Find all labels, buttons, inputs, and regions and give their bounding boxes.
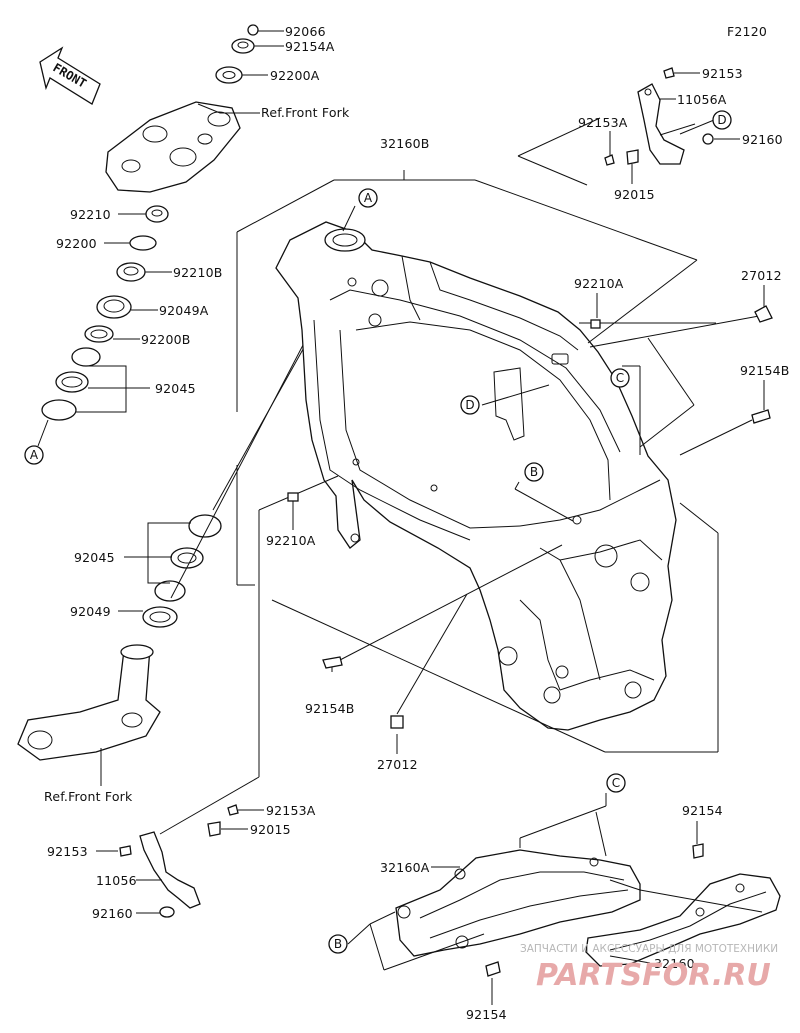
callout-d-bracket: D bbox=[712, 110, 732, 130]
callout-d-frame: D bbox=[460, 395, 480, 415]
part-label: 92066 bbox=[285, 24, 326, 39]
part-label: 92049 bbox=[70, 604, 111, 619]
part-label: 92160 bbox=[742, 132, 783, 147]
part-label: 11056 bbox=[96, 873, 137, 888]
part-label: 92210B bbox=[173, 265, 223, 280]
part-label: 92210 bbox=[70, 207, 111, 222]
callout-c-frame: C bbox=[610, 368, 630, 388]
part-label: 92154B bbox=[305, 701, 355, 716]
part-label: 32160 bbox=[654, 956, 695, 971]
main-frame bbox=[275, 221, 677, 731]
part-label: 27012 bbox=[741, 268, 782, 283]
part-label: 92045 bbox=[74, 550, 115, 565]
figure-code: F2120 bbox=[727, 24, 767, 39]
part-label: 92153 bbox=[702, 66, 743, 81]
part-label: 92200B bbox=[141, 332, 191, 347]
rear-subframe bbox=[347, 793, 781, 1005]
svg-text:A: A bbox=[30, 448, 39, 462]
callout-b-frame: B bbox=[524, 462, 544, 482]
part-label: 92049A bbox=[159, 303, 209, 318]
frame-guide-lines bbox=[236, 170, 719, 753]
part-label: 32160B bbox=[380, 136, 430, 151]
front-direction-arrow: FRONT bbox=[39, 46, 101, 105]
part-label: 27012 bbox=[377, 757, 418, 772]
part-label: 92153 bbox=[47, 844, 88, 859]
part-label: 92200A bbox=[270, 68, 320, 83]
callout-a-left: A bbox=[24, 445, 44, 465]
part-label: 32160A bbox=[380, 860, 430, 875]
svg-text:C: C bbox=[612, 776, 620, 790]
part-label: 92153A bbox=[578, 115, 628, 130]
watermark-brand: PARTSFOR.RU bbox=[536, 958, 771, 993]
bracket-11056 bbox=[96, 804, 264, 918]
part-label: 92154 bbox=[466, 1007, 507, 1022]
part-label: 92154 bbox=[682, 803, 723, 818]
watermark-caption: ЗАПЧАСТИ И АКСЕССУАРЫ ДЛЯ МОТОТЕХНИКИ bbox=[520, 943, 778, 955]
ref-front-fork-top: Ref.Front Fork bbox=[261, 105, 350, 120]
part-label: 92160 bbox=[92, 906, 133, 921]
part-label: 92154A bbox=[285, 39, 335, 54]
steering-stem-parts bbox=[17, 24, 259, 761]
callout-b-subframe: B bbox=[328, 934, 348, 954]
part-label: 92015 bbox=[250, 822, 291, 837]
leader-lines-frame bbox=[159, 205, 765, 835]
part-label: 92210A bbox=[266, 533, 316, 548]
part-label: 92045 bbox=[155, 381, 196, 396]
bracket-11056a bbox=[517, 67, 740, 186]
part-number-labels: 92066 92154A 92200A 92210 92200 92210B 9… bbox=[47, 24, 790, 1022]
part-label: 92015 bbox=[614, 187, 655, 202]
part-label: 92153A bbox=[266, 803, 316, 818]
svg-text:D: D bbox=[465, 398, 474, 412]
svg-text:B: B bbox=[530, 465, 538, 479]
callout-c-subframe: C bbox=[606, 773, 626, 793]
svg-text:B: B bbox=[334, 937, 342, 951]
callout-a-top: A bbox=[358, 188, 378, 208]
ref-front-fork-bottom: Ref.Front Fork bbox=[44, 789, 133, 804]
svg-text:D: D bbox=[717, 113, 726, 127]
svg-text:C: C bbox=[616, 371, 624, 385]
part-label: 11056A bbox=[677, 92, 727, 107]
part-label: 92154B bbox=[740, 363, 790, 378]
svg-text:A: A bbox=[364, 191, 373, 205]
frame-fasteners bbox=[287, 305, 773, 729]
part-label: 92210A bbox=[574, 276, 624, 291]
part-label: 92200 bbox=[56, 236, 97, 251]
